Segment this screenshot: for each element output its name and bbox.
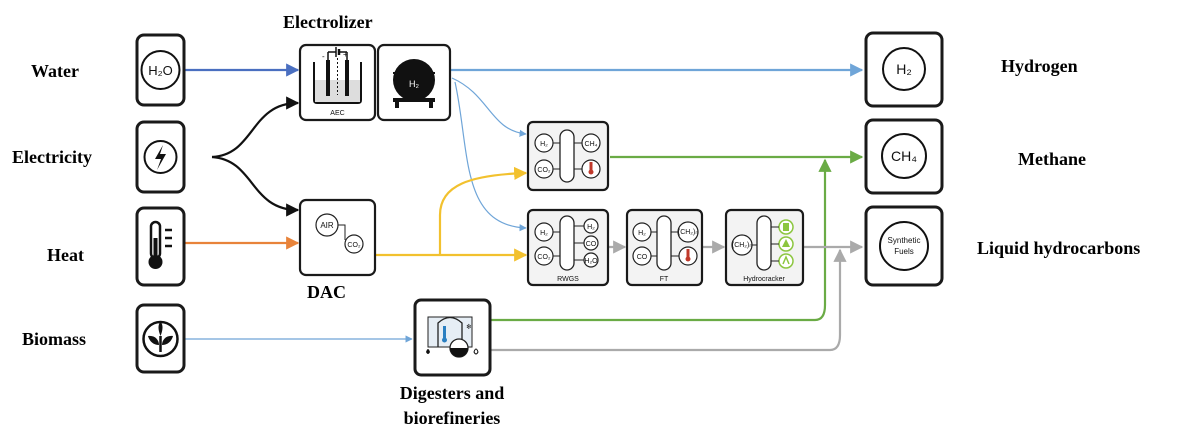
tank-label: H₂ [409, 79, 419, 89]
ft-reactor [656, 215, 672, 271]
hydrocracker-reactor [756, 215, 772, 271]
rwgs-in-h2: H₂ [540, 230, 548, 237]
thermometer-icon [148, 220, 172, 269]
digesters-to-liquid-arrow [490, 248, 847, 352]
rwgs-out-h2o: H₂O [584, 258, 598, 265]
water-icon-text: H₂O [148, 63, 173, 78]
heat-label: Heat [47, 245, 84, 265]
electricity-input-box [135, 120, 186, 194]
rwgs-out-co: CO [586, 241, 597, 248]
hydrogen-icon-text: H₂ [896, 61, 912, 77]
hydrocracker-caption: Hydrocracker [743, 276, 785, 283]
rwgs-out-h2: H₂ [587, 224, 595, 231]
methane-icon [881, 133, 927, 179]
ft-box: H₂ CO (CH₂)ₙ FT [625, 208, 704, 287]
methanation-in-h2: H₂ [540, 141, 548, 148]
electricity-to-dac-arrow [211, 155, 300, 217]
aec-caption: AEC [330, 110, 344, 117]
digesters-box: ❄ [413, 298, 492, 377]
flow-lines [185, 63, 864, 352]
water-input-box: H₂O [135, 33, 186, 107]
electrolizer-aec-box: - + AEC [298, 43, 377, 122]
ft-in-co: CO [637, 254, 648, 261]
dac-box: AIR CO₂ [298, 198, 377, 277]
hydrocracker-in-ch2n: (CH₂)ₙ [732, 242, 752, 249]
hydrogen-tank-box: H₂ [376, 43, 452, 122]
electricity-label: Electricity [12, 147, 92, 167]
electrolizer-minus: - [322, 52, 325, 61]
rwgs-caption: RWGS [557, 276, 579, 283]
gas-tank-icon [393, 59, 435, 108]
synthetic-fuels-text-2: Fuels [894, 247, 914, 256]
dac-title: DAC [307, 282, 346, 302]
electrolizer-title: Electrolizer [283, 12, 373, 32]
methanation-reactor [559, 129, 575, 183]
methanation-heat-icon [588, 162, 594, 175]
biomass-input-box [135, 303, 186, 374]
co2-to-methanation-arrow [438, 166, 528, 255]
digesters-title-line2: biorefineries [404, 408, 501, 428]
h2-to-rwgs-arrow [454, 81, 527, 232]
ft-heat-icon [685, 249, 691, 262]
svg-text:❄: ❄ [466, 323, 472, 331]
methane-label: Methane [1018, 149, 1086, 169]
water-label: Water [31, 61, 79, 81]
electrolysis-cell-icon [313, 47, 362, 104]
ft-caption: FT [660, 276, 669, 283]
biomass-label: Biomass [22, 329, 86, 349]
dac-air-text: AIR [320, 221, 334, 230]
digesters-title-line1: Digesters and [400, 383, 505, 403]
rwgs-box: H₂ CO₂ H₂ CO H₂O RWGS [526, 208, 610, 287]
synthetic-fuels-text-1: Synthetic [888, 236, 921, 245]
electrolizer-plus: + [343, 50, 348, 59]
methanation-out-ch4: CH₄ [585, 141, 598, 148]
dac-co2-text: CO₂ [347, 242, 361, 249]
rwgs-reactor [559, 215, 575, 271]
methane-icon-text: CH₄ [891, 148, 917, 164]
methane-output-box: CH₄ [864, 118, 944, 195]
hydrogen-icon [882, 47, 926, 91]
electricity-to-electrolizer-arrow [211, 96, 300, 159]
methanation-in-co2: CO₂ [537, 167, 551, 174]
co2-bubble [344, 234, 364, 254]
methanation-box: H₂ CO₂ CH₄ [526, 120, 610, 192]
water-molecule-icon [140, 50, 181, 90]
liquid-label: Liquid hydrocarbons [977, 238, 1140, 258]
digester-icon: ❄ [426, 316, 479, 358]
heat-input-box [135, 206, 186, 287]
rwgs-in-co2: CO₂ [537, 254, 551, 261]
leaf-sprout-icon [142, 320, 179, 358]
liquid-output-box: Synthetic Fuels [864, 205, 944, 287]
ft-out-ch2n: (CH₂)ₙ [678, 229, 698, 236]
hydrogen-label: Hydrogen [1001, 56, 1078, 76]
hydrogen-output-box: H₂ [864, 31, 944, 108]
h2-to-methanation-arrow [451, 77, 527, 137]
lightning-bolt-icon [143, 140, 178, 174]
digesters-to-methane-arrow [490, 158, 832, 322]
fuel-types-icons [778, 219, 794, 269]
synthetic-fuels-icon [879, 221, 929, 271]
hydrocracker-box: (CH₂)ₙ Hydrocracker [724, 208, 805, 287]
ft-in-h2: H₂ [638, 230, 646, 237]
